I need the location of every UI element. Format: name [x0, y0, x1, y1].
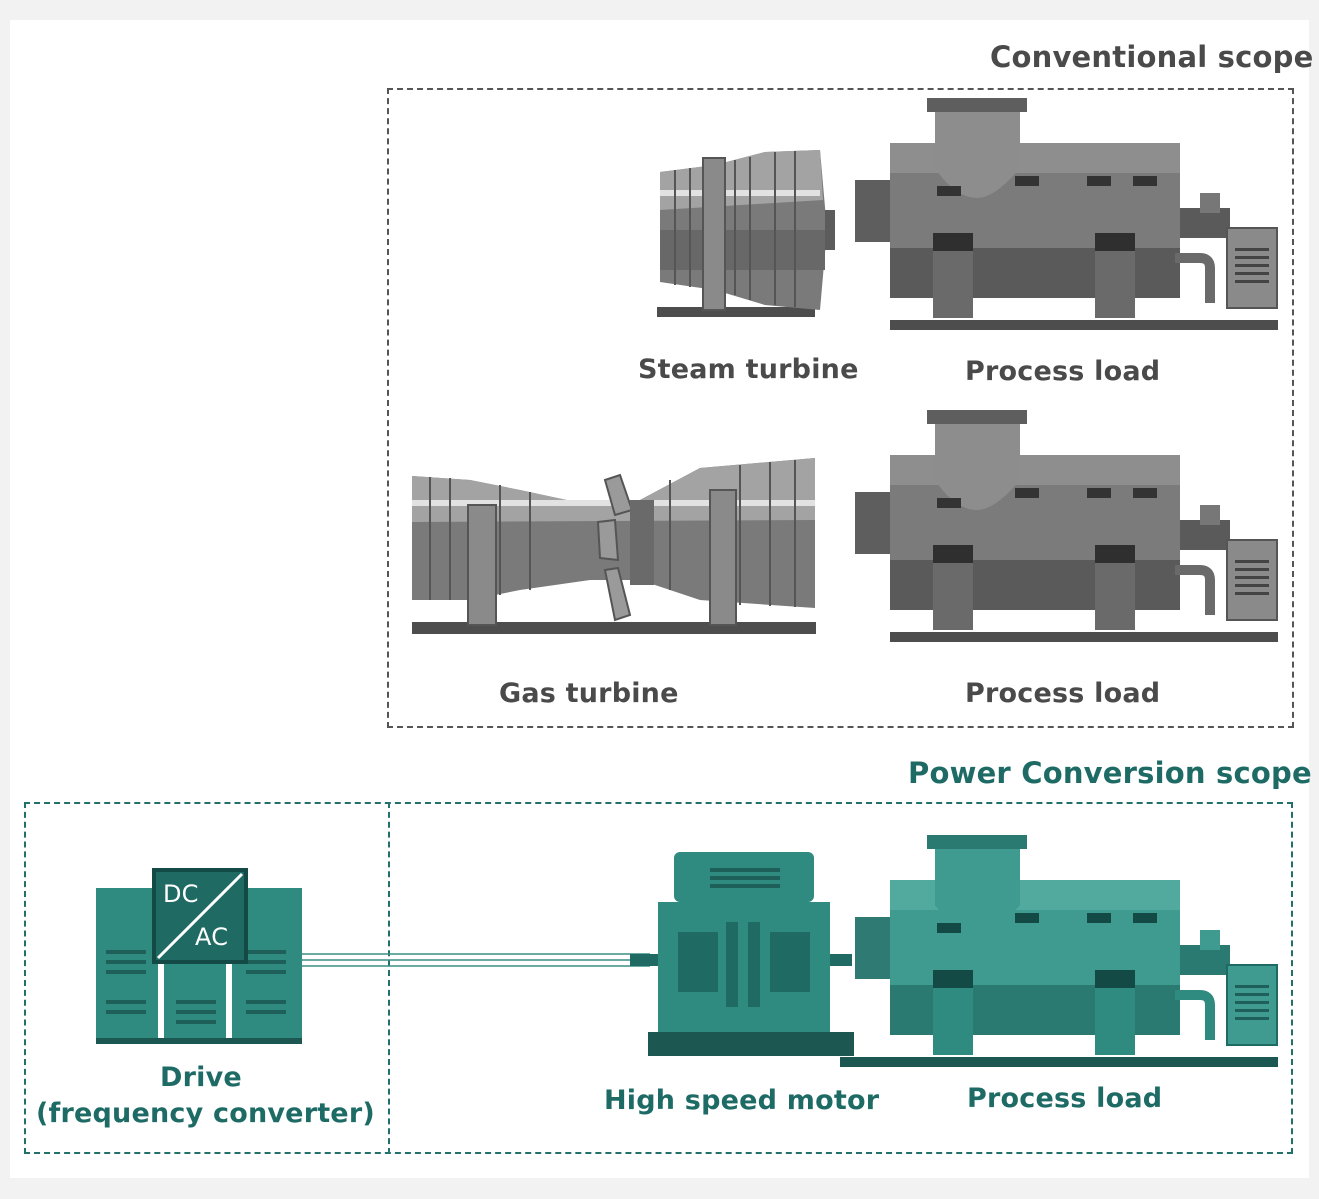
high-speed-motor-label: High speed motor [604, 1085, 880, 1116]
drive-sublabel: (frequency converter) [36, 1098, 375, 1129]
cable-lines [300, 953, 650, 967]
steam-turbine-icon [657, 150, 835, 317]
power-conversion-scope-box [24, 802, 1293, 1154]
process-load-label-3: Process load [967, 1083, 1163, 1114]
diagram-canvas: Conventional scope [10, 20, 1313, 1178]
gas-turbine-icon [412, 458, 816, 634]
steam-turbine-label: Steam turbine [638, 354, 859, 385]
scope-divider [388, 802, 390, 1154]
process-load-label-2: Process load [965, 678, 1161, 709]
process-load-icon-1 [855, 98, 1278, 330]
process-load-icon-2 [855, 410, 1278, 642]
drive-dc-text: DC [163, 880, 199, 908]
conventional-scope-title: Conventional scope [990, 40, 1314, 74]
gas-turbine-label: Gas turbine [499, 678, 679, 709]
drive-ac-text: AC [195, 923, 229, 951]
drive-icon [96, 868, 302, 1044]
process-load-label-1: Process load [965, 356, 1161, 387]
conventional-scope-box [387, 88, 1294, 728]
drive-label: Drive [160, 1062, 242, 1093]
power-conversion-scope-title: Power Conversion scope [908, 756, 1312, 790]
process-load-icon-3 [840, 835, 1278, 1067]
high-speed-motor-icon [630, 852, 854, 1056]
